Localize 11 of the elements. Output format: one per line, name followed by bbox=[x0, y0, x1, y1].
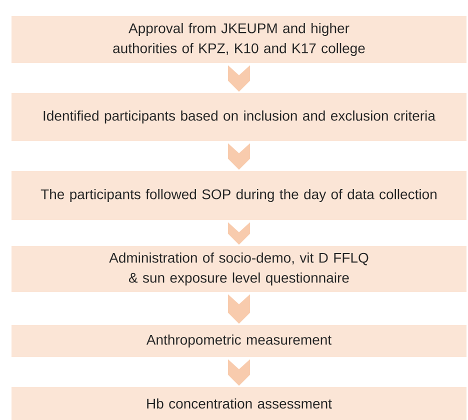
process-box: The participants followed SOP during the day of data collection bbox=[12, 171, 466, 220]
process-box: Administration of socio-demo, vit D FFLQ & sun exposure level questionnaire bbox=[12, 246, 466, 292]
chevron-arrow bbox=[228, 222, 250, 245]
chevron-arrow bbox=[228, 359, 250, 386]
process-box: Hb concentration assessment bbox=[12, 387, 466, 420]
chevron-arrow bbox=[228, 65, 250, 92]
chevron-arrow bbox=[228, 294, 250, 324]
process-box: Approval from JKEUPM and higher authorities of KPZ, K10 and K17 college bbox=[12, 16, 466, 63]
process-box: Identified participants based on inclusion and exclusion criteria bbox=[12, 93, 466, 141]
process-box: Anthropometric measurement bbox=[12, 325, 466, 357]
chevron-arrow bbox=[228, 143, 250, 170]
